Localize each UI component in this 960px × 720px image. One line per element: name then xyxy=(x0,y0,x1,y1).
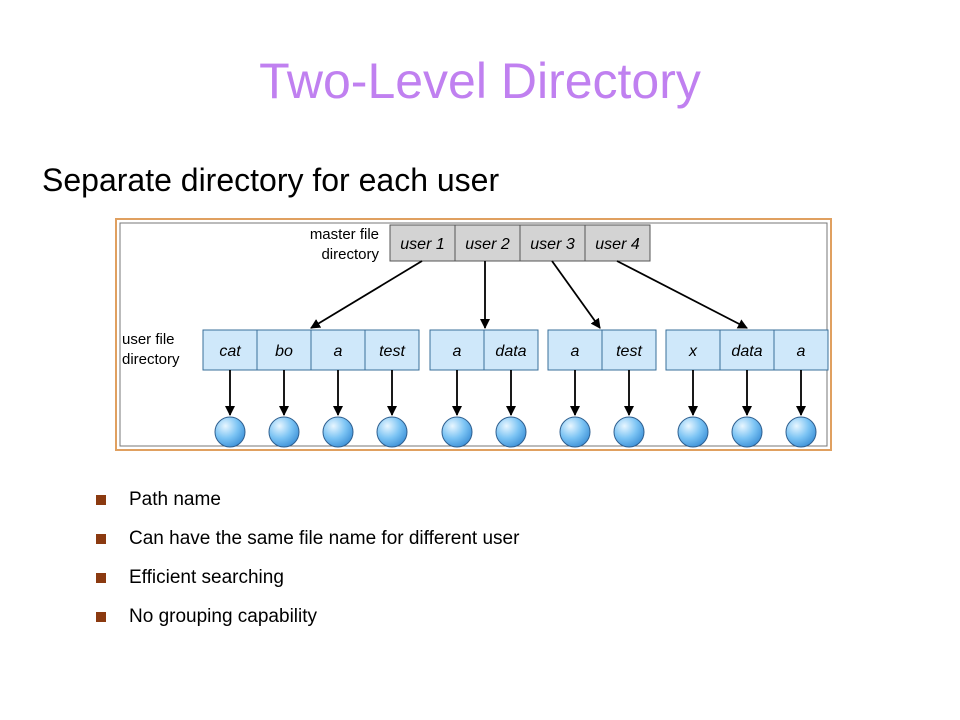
user-cell-label: x xyxy=(688,343,698,360)
file-node xyxy=(785,416,817,448)
user-cell-label: cat xyxy=(219,343,241,360)
file-nodes xyxy=(214,416,817,448)
user-cell-label: bo xyxy=(275,343,293,360)
master-cell xyxy=(584,224,651,262)
file-node xyxy=(441,416,473,448)
file-node xyxy=(268,416,300,448)
bullet-text: No grouping capability xyxy=(129,606,318,627)
master-cell-label: user 3 xyxy=(530,236,575,253)
square-bullet-icon xyxy=(96,534,106,544)
master-cell-label: user 1 xyxy=(400,236,444,253)
user-cell-label: data xyxy=(495,343,526,360)
master-cell-label: user 4 xyxy=(595,236,640,253)
master-label-line-1: master file xyxy=(310,226,379,243)
bullet-list: Path name Can have the same file name fo… xyxy=(96,486,519,642)
bullet-text: Efficient searching xyxy=(129,567,284,588)
arrow xyxy=(551,260,601,329)
file-node xyxy=(322,416,354,448)
file-arrows xyxy=(225,370,806,416)
user-cell-label: a xyxy=(334,343,343,360)
bullet-text: Can have the same file name for differen… xyxy=(129,528,520,549)
user-cell xyxy=(310,329,366,371)
user-cell xyxy=(601,329,657,371)
master-cell xyxy=(389,224,456,262)
file-node xyxy=(559,416,591,448)
bullet-item: Can have the same file name for differen… xyxy=(96,525,519,564)
user-cell-label: test xyxy=(616,343,642,360)
arrow xyxy=(616,260,748,329)
slide-title: Two-Level Directory xyxy=(259,53,701,109)
two-level-directory-diagram: master file directory user file director… xyxy=(115,218,833,459)
square-bullet-icon xyxy=(96,573,106,583)
user-cell-label: a xyxy=(453,343,462,360)
user-cell-label: test xyxy=(379,343,405,360)
user-directory-3: a test xyxy=(547,329,657,371)
diagram-svg: master file directory user file director… xyxy=(115,218,832,451)
file-node xyxy=(731,416,763,448)
file-node xyxy=(376,416,408,448)
user-cell xyxy=(483,329,539,371)
master-arrows xyxy=(310,260,748,329)
user-cell-label: data xyxy=(731,343,762,360)
square-bullet-icon xyxy=(96,495,106,505)
master-cell-label: user 2 xyxy=(465,236,510,253)
bullet-item: Path name xyxy=(96,486,519,525)
file-node xyxy=(613,416,645,448)
user-directory-2: a data xyxy=(429,329,539,371)
file-node xyxy=(214,416,246,448)
master-directory: user 1 user 2 user 3 user 4 xyxy=(389,224,651,262)
user-cell xyxy=(547,329,603,371)
user-directory-1: cat bo a test xyxy=(202,329,420,371)
bullet-item: No grouping capability xyxy=(96,603,519,642)
user-cell xyxy=(256,329,312,371)
user-directory-4: x data a xyxy=(665,329,829,371)
file-node xyxy=(677,416,709,448)
diagram-frame xyxy=(115,218,832,451)
user-label-line-2: directory xyxy=(122,351,180,368)
user-cell xyxy=(665,329,721,371)
slide-subtitle: Separate directory for each user xyxy=(42,162,500,198)
master-cell xyxy=(519,224,586,262)
file-node xyxy=(495,416,527,448)
user-label-line-1: user file xyxy=(122,331,175,348)
master-label-line-2: directory xyxy=(321,246,379,263)
square-bullet-icon xyxy=(96,612,106,622)
arrow xyxy=(310,260,423,329)
bullet-text: Path name xyxy=(129,489,221,510)
bullet-item: Efficient searching xyxy=(96,564,519,603)
user-cell-label: a xyxy=(571,343,580,360)
user-cell-label: a xyxy=(797,343,806,360)
